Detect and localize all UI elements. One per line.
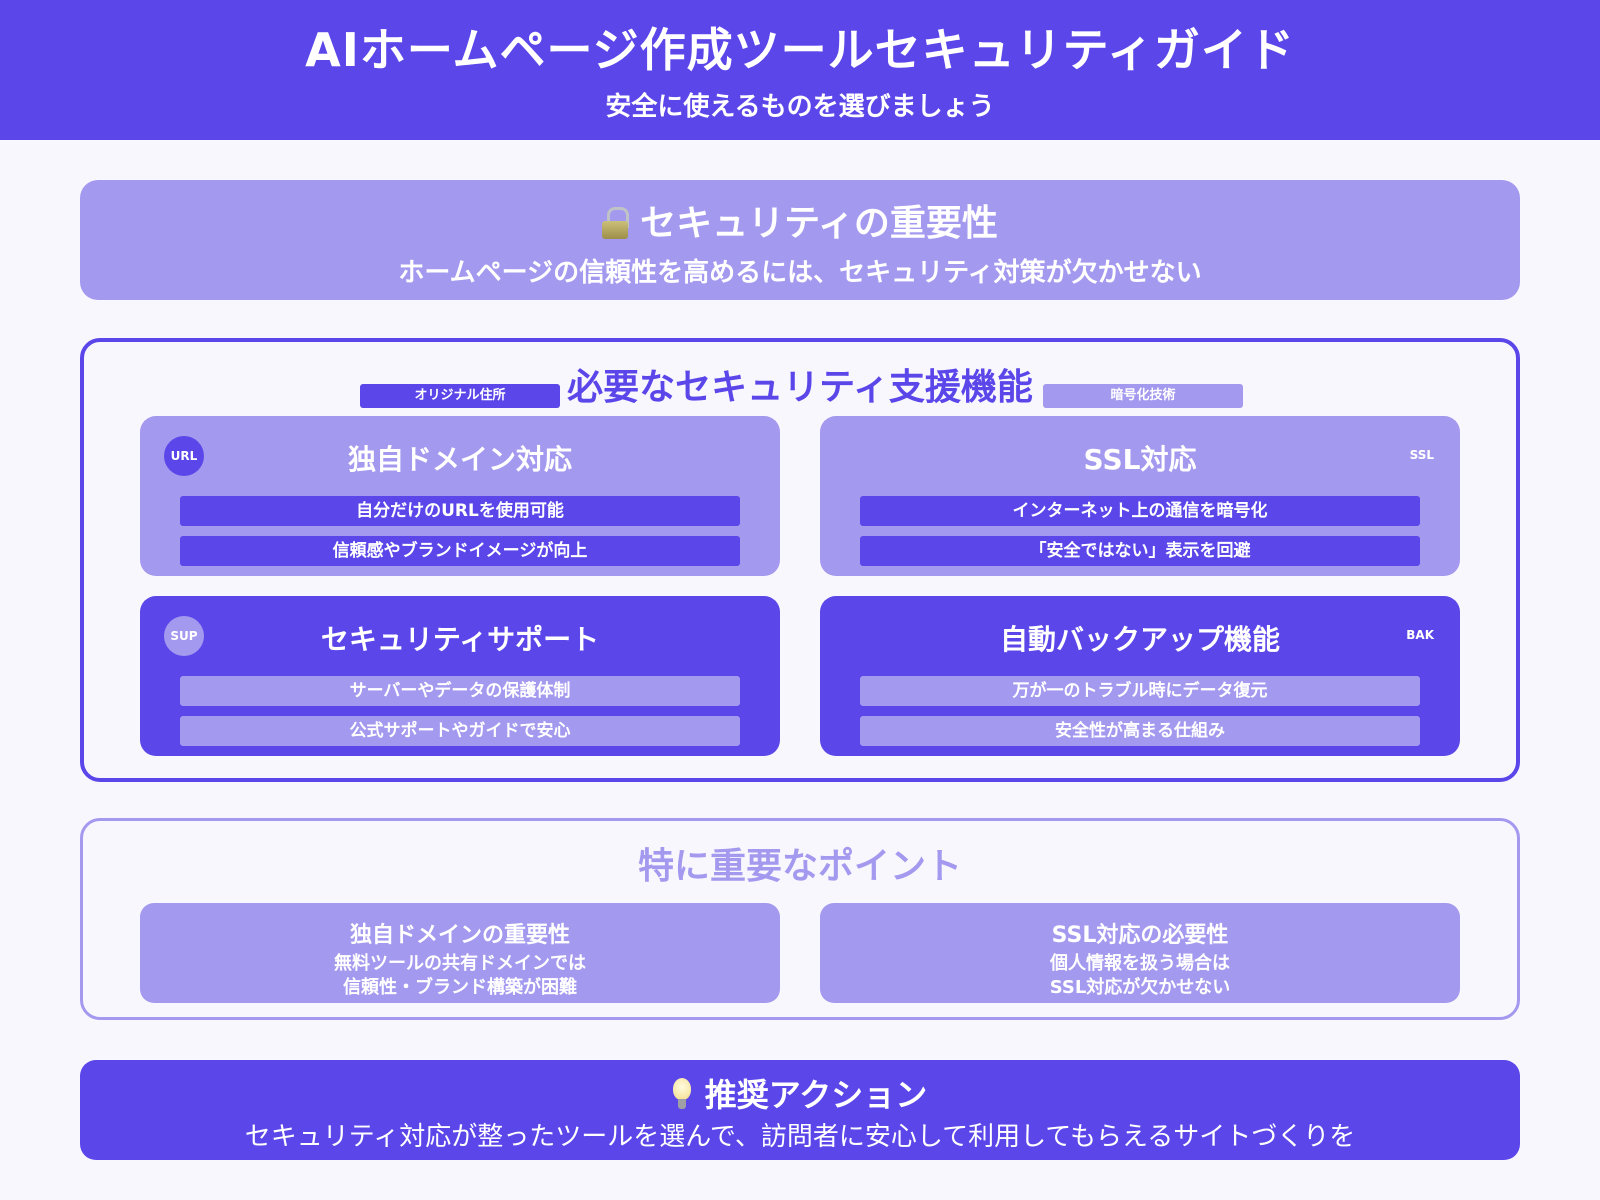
- action-title: 推奨アクション: [704, 1076, 928, 1114]
- lock-icon: [602, 207, 630, 239]
- point-card-line: SSL対応が欠かせない: [1049, 977, 1231, 998]
- feature-card-domain: URL 独自ドメイン対応 自分だけのURLを使用可能 信頼感やブランドイメージが…: [140, 416, 780, 576]
- feature-card-support: SUP セキュリティサポート サーバーやデータの保護体制 公式サポートやガイドで…: [140, 596, 780, 756]
- feature-item: 自分だけのURLを使用可能: [180, 496, 740, 526]
- page-title: AIホームページ作成ツールセキュリティガイド: [305, 23, 1295, 77]
- feature-item: 信頼感やブランドイメージが向上: [180, 536, 740, 566]
- feature-item: 公式サポートやガイドで安心: [180, 716, 740, 746]
- action-description: セキュリティ対応が整ったツールを選んで、訪問者に安心して利用してもらえるサイトづ…: [244, 1122, 1356, 1152]
- features-title: 必要なセキュリティ支援機能: [567, 367, 1033, 408]
- key-points-section: 特に重要なポイント 独自ドメインの重要性 無料ツールの共有ドメインでは 信頼性・…: [80, 818, 1520, 1020]
- importance-heading: セキュリティの重要性: [80, 194, 1520, 246]
- feature-item: 万が一のトラブル時にデータ復元: [860, 676, 1420, 706]
- importance-description: ホームページの信頼性を高めるには、セキュリティ対策が欠かせない: [398, 258, 1202, 288]
- feature-item: サーバーやデータの保護体制: [180, 676, 740, 706]
- page-subtitle: 安全に使えるものを選びましょう: [605, 92, 995, 122]
- importance-banner: セキュリティの重要性 ホームページの信頼性を高めるには、セキュリティ対策が欠かせ…: [80, 180, 1520, 300]
- features-section: 必要なセキュリティ支援機能 オリジナル住所 暗号化技術 URL 独自ドメイン対応…: [80, 338, 1520, 782]
- feature-card-ssl: SSL SSL対応 インターネット上の通信を暗号化 「安全ではない」表示を回避: [820, 416, 1460, 576]
- lightbulb-icon: [672, 1078, 691, 1110]
- key-points-title: 特に重要なポイント: [637, 846, 962, 887]
- point-card-line: 無料ツールの共有ドメインでは: [334, 953, 586, 974]
- feature-item: 安全性が高まる仕組み: [860, 716, 1420, 746]
- point-card-title: 独自ドメインの重要性: [349, 923, 570, 948]
- point-card-ssl: SSL対応の必要性 個人情報を扱う場合は SSL対応が欠かせない: [820, 903, 1460, 1003]
- point-card-title: SSL対応の必要性: [1051, 923, 1229, 948]
- feature-item: 「安全ではない」表示を回避: [860, 536, 1420, 566]
- page-header: AIホームページ作成ツールセキュリティガイド 安全に使えるものを選びましょう: [0, 0, 1600, 140]
- point-card-domain: 独自ドメインの重要性 無料ツールの共有ドメインでは 信頼性・ブランド構築が困難: [140, 903, 780, 1003]
- feature-card-backup: BAK 自動バックアップ機能 万が一のトラブル時にデータ復元 安全性が高まる仕組…: [820, 596, 1460, 756]
- ssl-label-icon: SSL: [1409, 448, 1434, 462]
- feature-item: インターネット上の通信を暗号化: [860, 496, 1420, 526]
- point-card-line: 信頼性・ブランド構築が困難: [343, 977, 577, 998]
- action-heading: 推奨アクション: [80, 1070, 1520, 1116]
- backup-label-icon: BAK: [1406, 628, 1434, 642]
- point-card-line: 個人情報を扱う場合は: [1050, 953, 1230, 974]
- feature-card-title: 独自ドメイン対応: [347, 443, 572, 476]
- tag-original-address: オリジナル住所: [360, 384, 560, 408]
- url-badge-icon: URL: [164, 436, 204, 476]
- recommended-action-banner: 推奨アクション セキュリティ対応が整ったツールを選んで、訪問者に安心して利用して…: [80, 1060, 1520, 1160]
- importance-title: セキュリティの重要性: [640, 203, 998, 244]
- feature-card-title: 自動バックアップ機能: [999, 623, 1280, 656]
- feature-card-title: セキュリティサポート: [320, 623, 600, 656]
- feature-card-title: SSL対応: [1083, 443, 1197, 476]
- tag-encryption: 暗号化技術: [1043, 384, 1243, 408]
- support-badge-icon: SUP: [164, 616, 204, 656]
